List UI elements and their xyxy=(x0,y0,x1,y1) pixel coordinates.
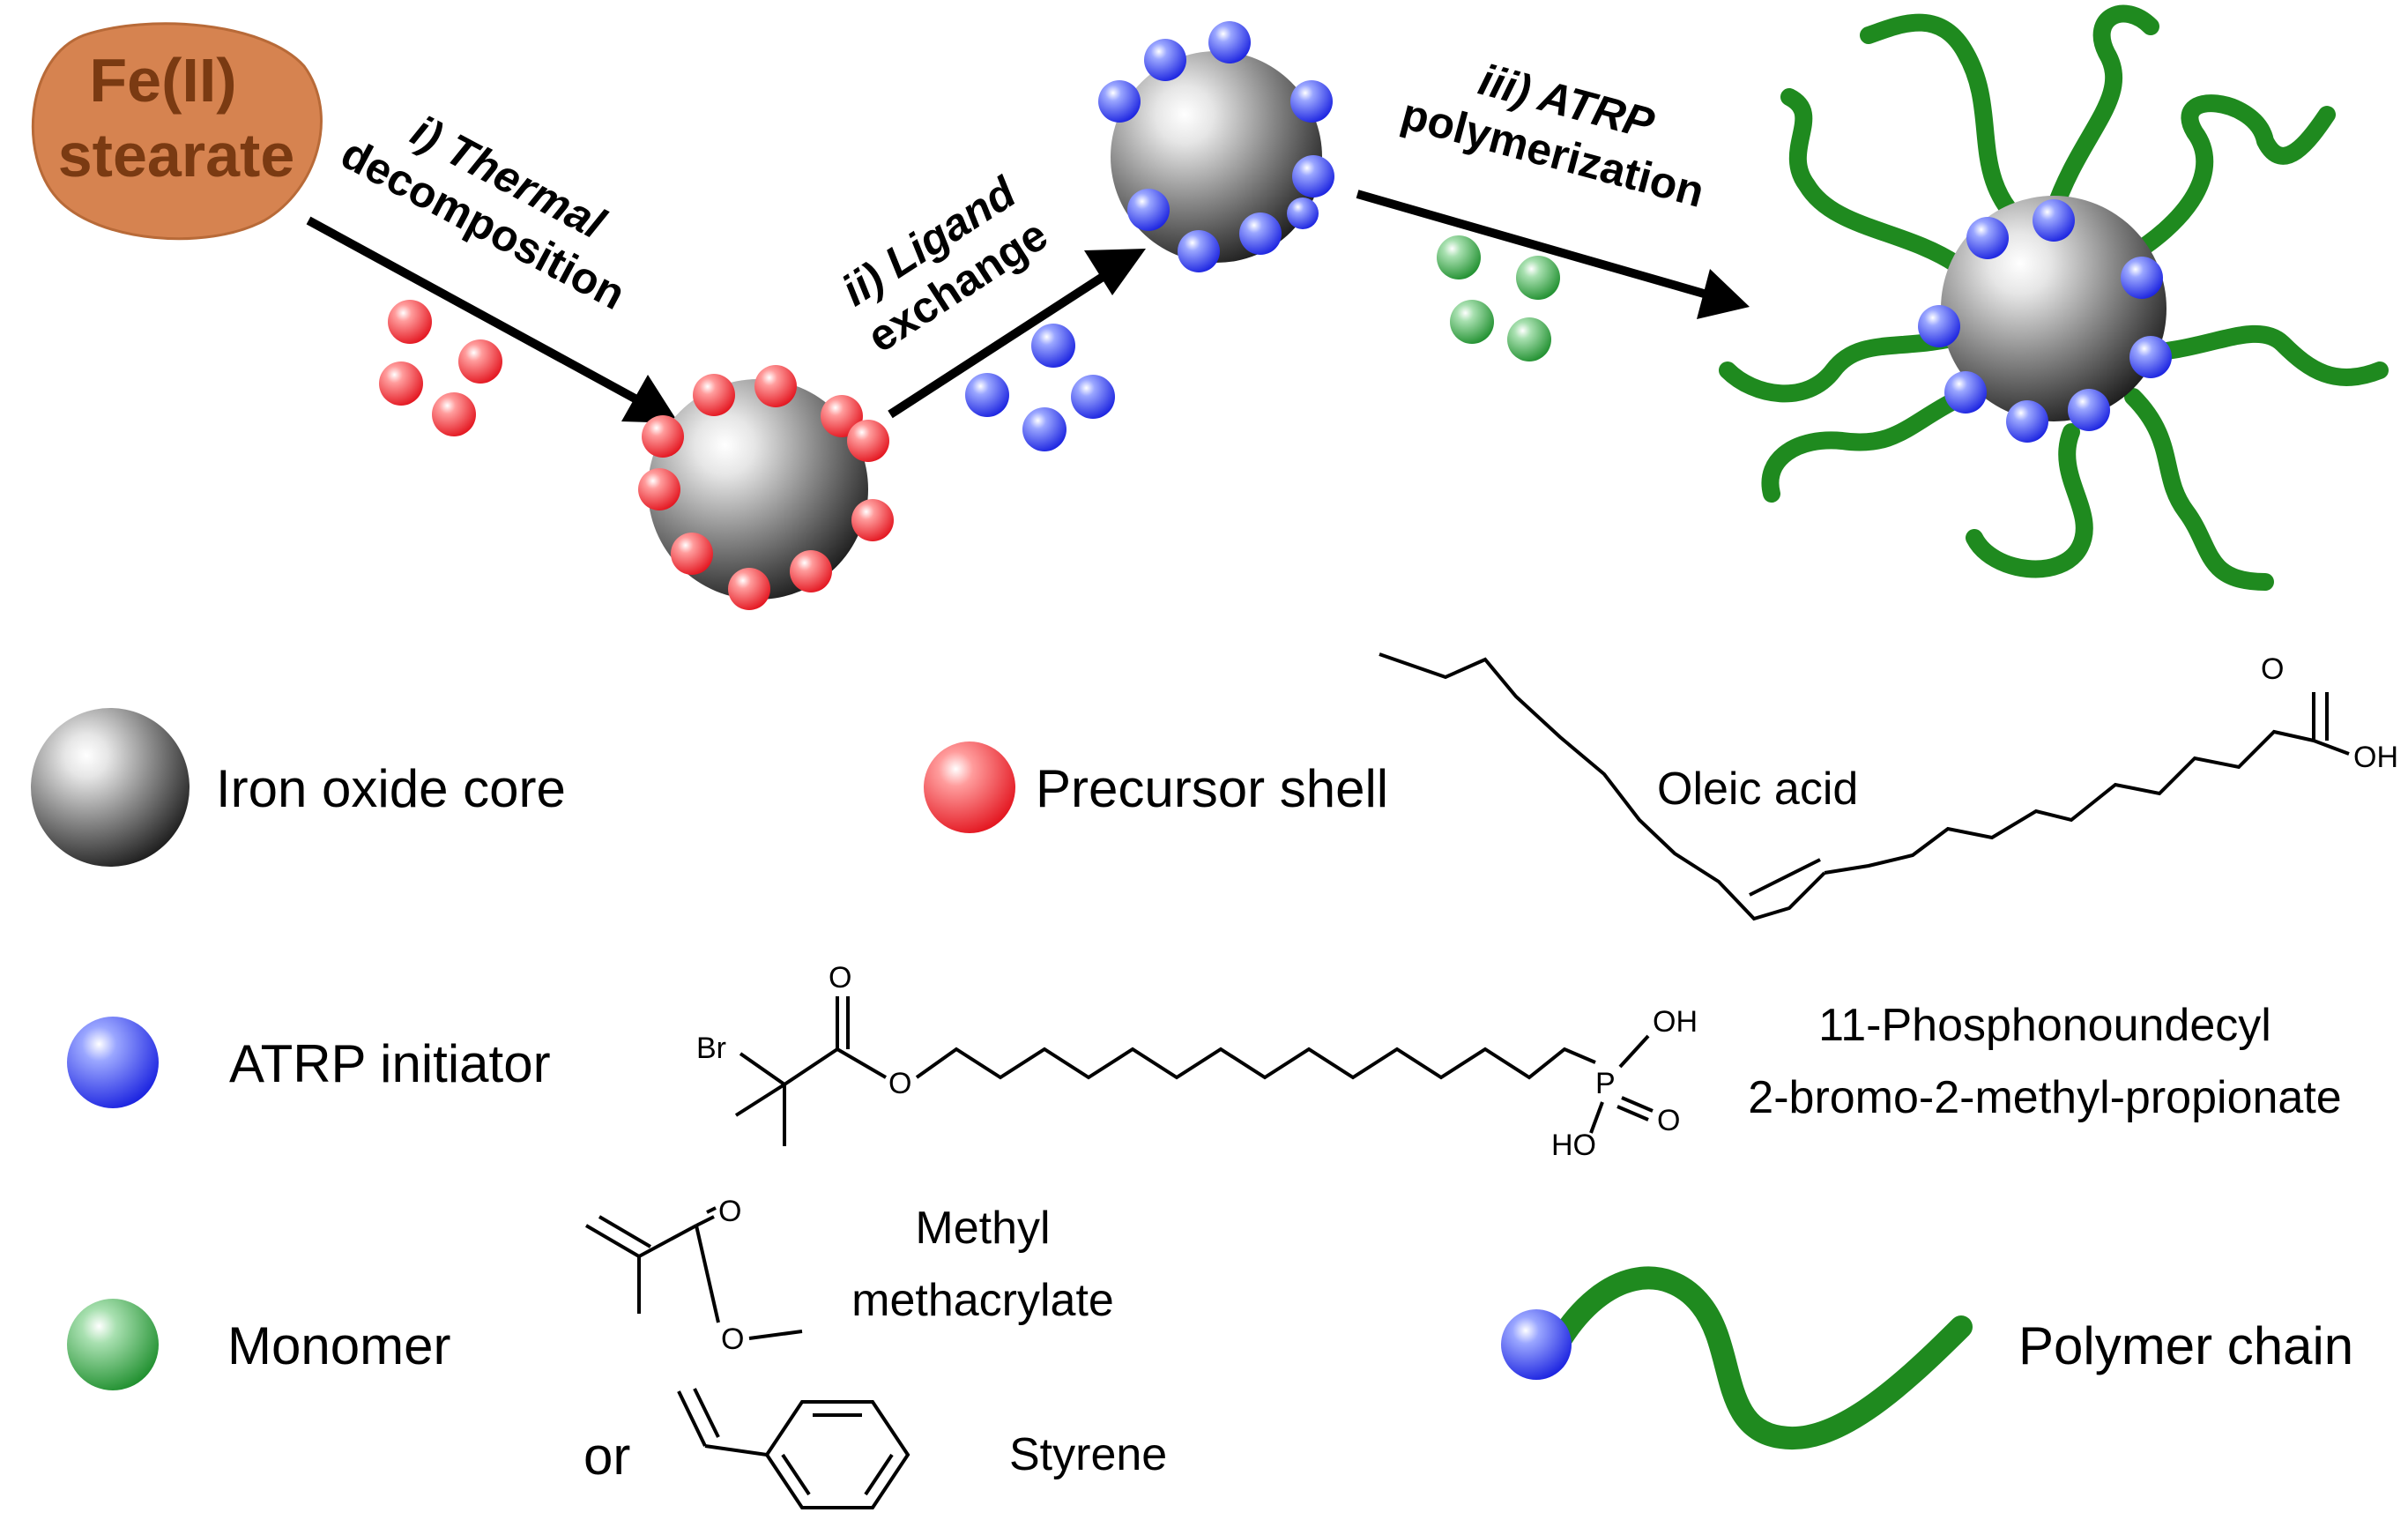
particle-polymer-grafted xyxy=(1719,4,2389,591)
legend-shell: Precursor shell xyxy=(924,741,1388,833)
initiator-name-line1: 11-Phosphonoundecyl xyxy=(1818,1000,2271,1051)
initiator-br: Br xyxy=(696,1032,726,1065)
styrene-structure: Styrene xyxy=(677,1388,1167,1509)
mma-structure: O O Methyl methacrylate xyxy=(584,1195,1114,1356)
legend-shell-label: Precursor shell xyxy=(1036,759,1388,818)
legend-initiator: ATRP initiator xyxy=(67,1017,551,1108)
initiator-oh: OH xyxy=(1653,1005,1698,1039)
mma-ester-o: O xyxy=(721,1323,744,1356)
step-thermal: i) Thermal decomposition xyxy=(333,106,633,319)
legend-polymer: Polymer chain xyxy=(1501,1266,2353,1450)
initiator-name-line2: 2-bromo-2-methyl-propionate xyxy=(1748,1072,2341,1123)
arrow-ligand xyxy=(888,249,1146,419)
precursor-label-1: Fe(II) xyxy=(89,46,236,115)
legend-shell-sphere xyxy=(924,741,1015,833)
initiator-ho: HO xyxy=(1551,1129,1596,1162)
particle-precursor-shell xyxy=(638,365,894,610)
step-atrp: iii) ATRP polymerization xyxy=(1396,55,1709,217)
precursor-blob: Fe(II) stearate xyxy=(32,22,323,241)
legend-monomer-sphere xyxy=(67,1299,159,1390)
legend-monomer: Monomer xyxy=(67,1299,450,1390)
mma-carbonyl-o: O xyxy=(718,1195,741,1228)
arrow-atrp xyxy=(1356,190,1750,319)
legend-core-label: Iron oxide core xyxy=(216,759,566,818)
legend-polymer-label: Polymer chain xyxy=(2018,1316,2353,1375)
or-label: or xyxy=(583,1427,630,1486)
legend-polymer-chain xyxy=(1549,1266,1973,1450)
legend-initiator-label: ATRP initiator xyxy=(229,1034,551,1093)
initiator-p: P xyxy=(1595,1067,1616,1100)
free-shell-molecules xyxy=(379,300,502,436)
precursor-label-2: stearate xyxy=(58,121,295,190)
legend-core: Iron oxide core xyxy=(31,708,566,867)
oleic-acid-o: O xyxy=(2261,652,2284,686)
legend-initiator-sphere xyxy=(67,1017,159,1108)
mma-name-line1: Methyl xyxy=(915,1203,1050,1254)
legend-polymer-end xyxy=(1501,1309,1572,1380)
initiator-po: O xyxy=(1657,1104,1680,1137)
oleic-acid-oh: OH xyxy=(2353,741,2398,774)
free-monomer-molecules xyxy=(1437,235,1560,361)
oleic-acid-label: Oleic acid xyxy=(1657,764,1858,815)
initiator-structure: Br O O P OH O HO 11-Phosphonoundecyl 2-b… xyxy=(696,961,2342,1162)
initiator-ester-o: O xyxy=(888,1067,911,1100)
legend-core-sphere xyxy=(31,708,190,867)
legend-monomer-label: Monomer xyxy=(227,1316,450,1375)
mma-name-line2: methacrylate xyxy=(851,1275,1114,1326)
arrow-thermal xyxy=(306,216,679,423)
free-initiator-molecules xyxy=(965,324,1115,451)
styrene-label: Styrene xyxy=(1009,1429,1167,1480)
oleic-acid-structure: O OH Oleic acid xyxy=(1379,652,2398,921)
initiator-carbonyl-o: O xyxy=(829,961,851,995)
particle-initiator xyxy=(1098,21,1334,272)
